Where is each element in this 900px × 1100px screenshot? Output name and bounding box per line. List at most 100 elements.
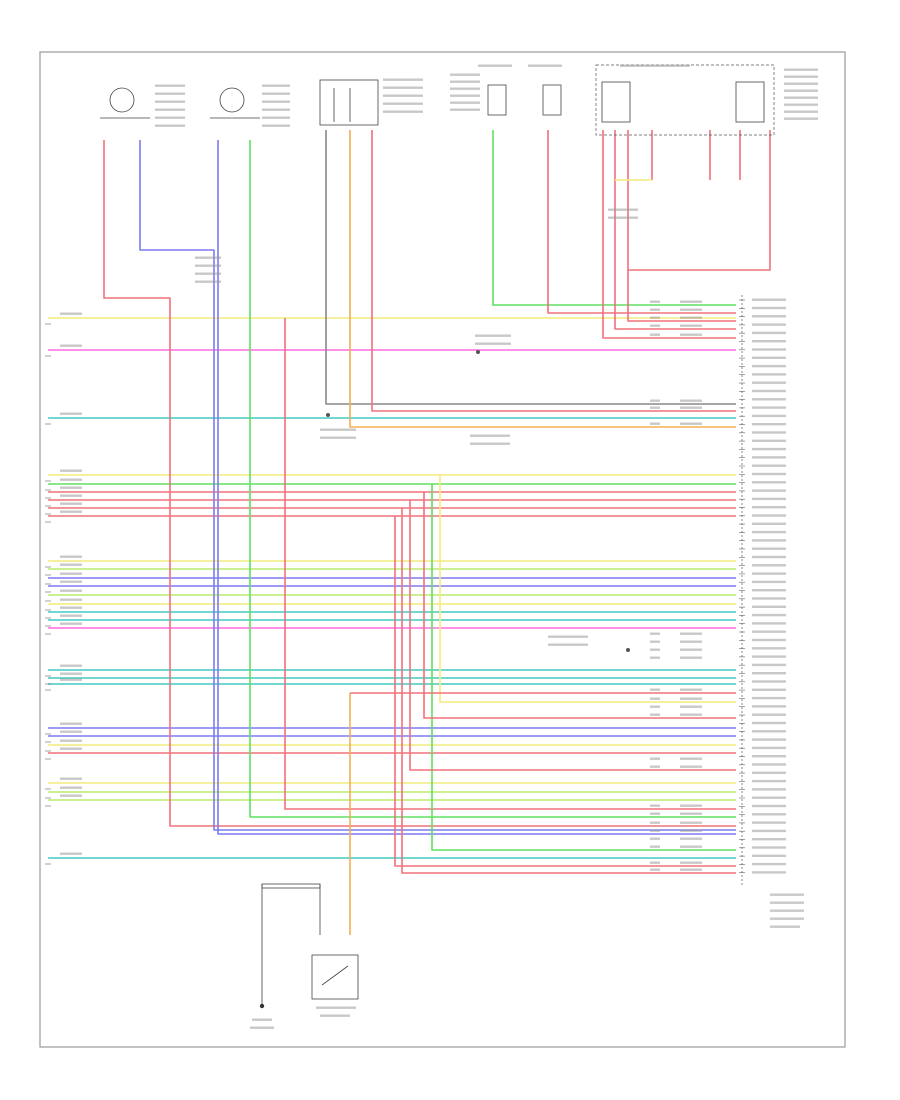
oxygen-sensor-label <box>450 87 480 90</box>
right-wire-label <box>680 422 702 425</box>
right-wire-code <box>650 399 660 402</box>
right-wire-code <box>650 757 660 760</box>
ground-label <box>250 1026 274 1029</box>
wire-green-route <box>431 484 736 851</box>
wire-red-route-1 <box>423 492 736 719</box>
ignition-module-label <box>784 89 818 92</box>
left-wire-label <box>60 589 82 592</box>
pcm-pin-function-label <box>752 755 786 758</box>
left-wire-label <box>60 478 82 481</box>
splice-node-icon <box>626 648 630 652</box>
pcm-pin-function-label <box>752 862 786 866</box>
right-wire-label <box>680 713 702 716</box>
pcm-pin-function-label <box>752 414 786 418</box>
oxygen-sensor-1-header <box>478 64 512 67</box>
pcm-pin-function-label <box>752 838 786 841</box>
right-wire-code <box>650 333 660 336</box>
ignition-module-label <box>784 103 818 106</box>
ignition-module-box <box>595 64 775 136</box>
oxygen-sensor-label <box>450 80 480 83</box>
pcm-pin-function-label <box>752 796 786 799</box>
right-wire-label <box>680 868 702 871</box>
left-wire-label <box>60 722 82 725</box>
right-wire-label <box>680 324 702 327</box>
left-wire-label <box>60 678 82 681</box>
pcm-pin-function-label <box>752 522 786 525</box>
ignition-module-label <box>784 82 818 85</box>
left-wire-label <box>60 664 82 667</box>
oxygen-sensor-2-body <box>542 84 562 116</box>
component-layer <box>45 64 818 1029</box>
pcm-pin-function-label <box>752 663 786 667</box>
ignition-module-relay-1 <box>601 81 631 123</box>
ignition-module-relay-2 <box>735 81 765 123</box>
pcm-pin-function-label <box>752 389 786 393</box>
diagram-frame <box>39 51 846 1048</box>
left-wire-label <box>60 502 82 505</box>
pcm-module-label-5 <box>770 925 800 928</box>
left-wire-label <box>60 469 82 472</box>
wire-throttle-orange <box>349 130 736 428</box>
wire-yellow-drop-red <box>284 318 736 810</box>
right-wire-code <box>650 804 660 807</box>
wire-module-loop <box>627 130 771 271</box>
pcm-pin-function-label <box>752 447 786 451</box>
right-wire-label <box>680 406 702 409</box>
inertia-switch-label <box>320 1014 350 1017</box>
oxygen-sensor-1-body <box>487 84 507 116</box>
splice-label <box>608 208 638 211</box>
right-wire-code <box>650 648 660 651</box>
pcm-pin-function-label <box>752 423 786 426</box>
sensor-1-label <box>155 124 185 127</box>
sensor-2-label <box>262 108 290 111</box>
pcm-module-label-3 <box>770 909 804 912</box>
pcm-pin-function-label <box>752 821 786 824</box>
sensor-2-label <box>262 116 290 119</box>
wire-module-red-3 <box>627 270 736 322</box>
throttle-sensor-body <box>319 79 379 126</box>
wire-module-red-1 <box>602 130 736 339</box>
left-wire-label <box>60 555 82 558</box>
pcm-pin-function-label <box>752 323 786 326</box>
right-wire-code <box>650 697 660 700</box>
throttle-sensor-label <box>383 94 423 97</box>
pcm-pin-function-label <box>752 298 786 301</box>
pcm-pin-function-label <box>752 672 786 675</box>
sensor-1-label <box>155 108 185 111</box>
pcm-pin-function-label <box>752 713 786 716</box>
left-wire-label <box>60 563 82 566</box>
left-wire-label <box>60 672 82 675</box>
right-wire-label <box>680 300 702 303</box>
pcm-pin-function-label <box>752 647 786 650</box>
right-wire-label <box>680 316 702 319</box>
pcm-pin-function-label <box>752 506 786 509</box>
right-wire-label <box>680 333 702 336</box>
wire-throttle-red <box>371 130 736 412</box>
throttle-sensor-label <box>383 78 423 81</box>
left-wire-label <box>60 598 82 601</box>
left-wire-label <box>60 606 82 609</box>
pcm-pin-function-label <box>752 398 786 401</box>
left-wire-label <box>60 580 82 583</box>
right-wire-label <box>680 308 702 311</box>
pcm-pin-function-label <box>752 813 786 816</box>
sensor-2-label <box>262 100 290 103</box>
left-wire-label <box>60 794 82 797</box>
pcm-pin-function-label <box>752 439 786 442</box>
pcm-pin-function-label <box>752 746 786 750</box>
right-wire-label <box>680 656 702 659</box>
oxygen-sensor-2-header <box>528 64 562 67</box>
harness-label <box>195 256 221 259</box>
right-wire-label <box>680 765 702 768</box>
pcm-pin-function-label <box>752 356 786 359</box>
pcm-pin-function-label <box>752 315 786 318</box>
right-wire-code <box>650 837 660 840</box>
ground-point-icon <box>259 1003 265 1009</box>
sensor-1-symbol <box>109 87 135 113</box>
sensor-2-label <box>262 84 290 87</box>
pcm-pin-function-label <box>752 406 786 409</box>
pcm-pin-function-label <box>752 530 786 534</box>
pcm-pin-function-label <box>752 539 786 542</box>
inertia-switch-body <box>311 954 359 1000</box>
right-wire-code <box>650 705 660 708</box>
